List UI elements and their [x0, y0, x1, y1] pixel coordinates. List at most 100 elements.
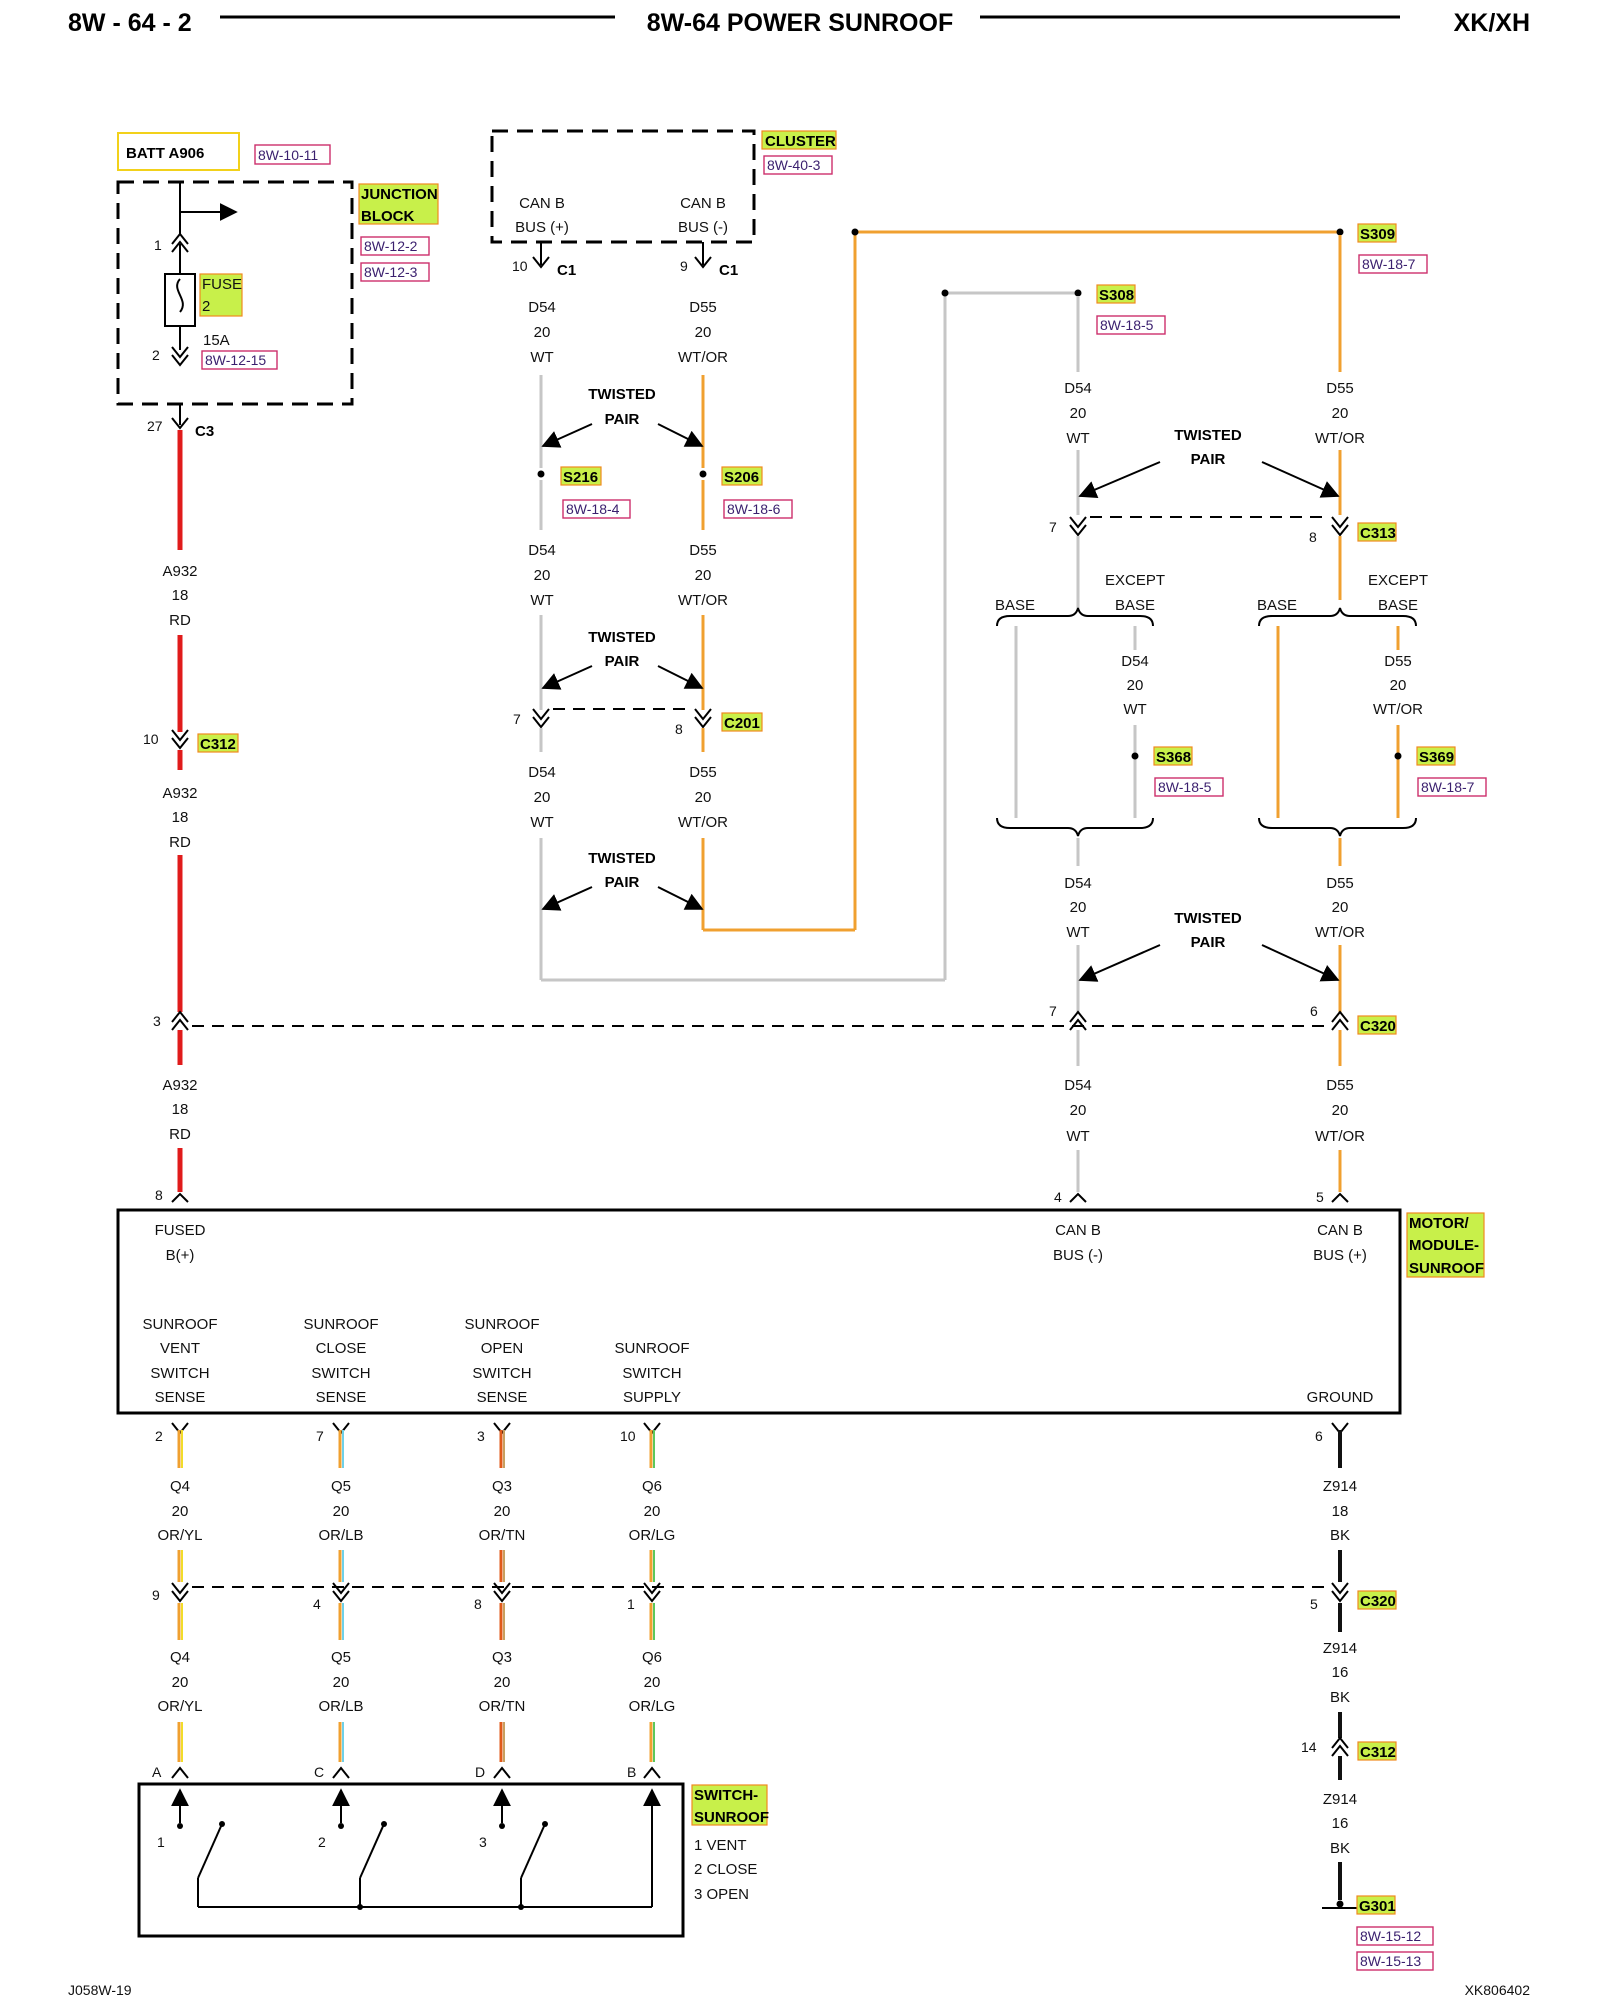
svg-text:20: 20 [494, 1503, 511, 1520]
motor-module-sunroof: MOTOR/ MODULE- SUNROOF FUSED B(+) CAN B … [116, 1208, 1485, 1415]
svg-text:EXCEPT: EXCEPT [1105, 572, 1165, 589]
svg-text:TWISTED: TWISTED [1174, 910, 1242, 927]
svg-text:10: 10 [143, 731, 159, 747]
svg-text:WT: WT [1066, 1128, 1089, 1145]
svg-text:WT/OR: WT/OR [1373, 701, 1423, 718]
svg-text:SUPPLY: SUPPLY [623, 1389, 681, 1406]
fuse-ref[interactable]: 8W-12-15 [205, 352, 266, 368]
svg-text:SWITCH: SWITCH [150, 1365, 209, 1382]
connector-c3: C3 [195, 423, 214, 440]
svg-text:2: 2 [152, 347, 160, 363]
svg-text:WT: WT [1123, 701, 1146, 718]
svg-text:20: 20 [695, 324, 712, 341]
svg-text:OR/LG: OR/LG [629, 1527, 676, 1544]
footer-right: XK806402 [1465, 1982, 1531, 1998]
svg-text:2 CLOSE: 2 CLOSE [694, 1861, 757, 1878]
svg-text:8W-15-12[interactable]: 8W-15-12 [1360, 1928, 1421, 1944]
svg-text:EXCEPT: EXCEPT [1368, 572, 1428, 589]
junction-ref-1[interactable]: 8W-12-2 [364, 238, 418, 254]
svg-text:OR/TN: OR/TN [479, 1698, 526, 1715]
svg-text:5: 5 [1310, 1596, 1318, 1612]
svg-text:BUS (+): BUS (+) [1313, 1247, 1367, 1264]
svg-text:BK: BK [1330, 1689, 1350, 1706]
svg-text:BUS (-): BUS (-) [1053, 1247, 1103, 1264]
footer-left: J058W-19 [68, 1982, 132, 1998]
page-title: 8W-64 POWER SUNROOF [647, 9, 953, 37]
svg-text:WT/OR: WT/OR [678, 592, 728, 609]
svg-text:20: 20 [695, 567, 712, 584]
svg-text:B(+): B(+) [166, 1247, 195, 1264]
svg-text:20: 20 [1070, 1102, 1087, 1119]
svg-text:RD: RD [169, 612, 191, 629]
svg-text:16: 16 [1332, 1664, 1349, 1681]
svg-text:D: D [475, 1764, 485, 1780]
svg-text:MODULE-: MODULE- [1409, 1237, 1479, 1254]
svg-text:3 OPEN: 3 OPEN [694, 1886, 749, 1903]
svg-text:SENSE: SENSE [155, 1389, 206, 1406]
svg-text:BASE: BASE [995, 597, 1035, 614]
svg-text:CAN B: CAN B [1317, 1222, 1363, 1239]
svg-text:8W-18-4[interactable]: 8W-18-4 [566, 501, 620, 517]
svg-text:Q5: Q5 [331, 1649, 351, 1666]
svg-text:20: 20 [534, 567, 551, 584]
batt-ref[interactable]: 8W-10-11 [258, 147, 318, 163]
svg-text:SUNROOF: SUNROOF [143, 1316, 218, 1333]
svg-text:SUNROOF: SUNROOF [1409, 1260, 1484, 1277]
junction-block-label-2: BLOCK [361, 208, 414, 225]
svg-text:SUNROOF: SUNROOF [615, 1340, 690, 1357]
svg-text:PAIR: PAIR [605, 653, 640, 670]
svg-text:D55: D55 [1326, 875, 1354, 892]
svg-text:FUSED: FUSED [155, 1222, 206, 1239]
svg-text:A932: A932 [162, 563, 197, 580]
switch-sunroof: A C D B SWITCH- SUNROOF 1 VENT 2 CLOSE 3… [137, 1764, 769, 1938]
svg-text:Q4: Q4 [170, 1649, 190, 1666]
svg-text:1: 1 [157, 1834, 165, 1850]
cluster-ref[interactable]: 8W-40-3 [767, 157, 821, 173]
svg-text:8W-18-5[interactable]: 8W-18-5 [1158, 779, 1212, 795]
svg-text:OR/TN: OR/TN [479, 1527, 526, 1544]
svg-text:7: 7 [1049, 519, 1057, 535]
svg-text:8W-15-13[interactable]: 8W-15-13 [1360, 1953, 1421, 1969]
svg-text:14: 14 [1301, 1739, 1317, 1755]
svg-text:D54: D54 [528, 299, 556, 316]
svg-text:18: 18 [1332, 1503, 1349, 1520]
svg-text:WT: WT [530, 592, 553, 609]
svg-text:6: 6 [1315, 1428, 1323, 1444]
svg-text:SWITCH: SWITCH [622, 1365, 681, 1382]
svg-text:8W-18-6[interactable]: 8W-18-6 [727, 501, 781, 517]
svg-text:8W-18-5[interactable]: 8W-18-5 [1100, 317, 1154, 333]
svg-text:BASE: BASE [1378, 597, 1418, 614]
svg-text:8W-18-7[interactable]: 8W-18-7 [1362, 256, 1416, 272]
svg-text:WT/OR: WT/OR [1315, 1128, 1365, 1145]
page-footer: J058W-19 XK806402 [68, 1982, 1530, 1998]
svg-text:CLOSE: CLOSE [316, 1340, 367, 1357]
svg-text:18: 18 [172, 1101, 189, 1118]
svg-text:20: 20 [172, 1674, 189, 1691]
svg-text:TWISTED: TWISTED [1174, 427, 1242, 444]
svg-text:D54: D54 [1121, 653, 1149, 670]
svg-text:D55: D55 [689, 542, 717, 559]
svg-text:C1: C1 [719, 262, 738, 279]
svg-text:8W-18-7[interactable]: 8W-18-7 [1421, 779, 1475, 795]
svg-text:10: 10 [620, 1428, 636, 1444]
svg-text:18: 18 [172, 809, 189, 826]
svg-text:SUNROOF: SUNROOF [694, 1809, 769, 1826]
svg-text:BUS (-): BUS (-) [678, 219, 728, 236]
svg-text:WT: WT [1066, 924, 1089, 941]
page-id: 8W - 64 - 2 [68, 9, 192, 37]
junction-ref-2[interactable]: 8W-12-3 [364, 264, 418, 280]
svg-text:SWITCH: SWITCH [311, 1365, 370, 1382]
connector-c312-top: C312 [200, 736, 236, 753]
svg-text:CAN B: CAN B [680, 195, 726, 212]
batt-label: BATT A906 [126, 145, 204, 162]
svg-text:3: 3 [477, 1428, 485, 1444]
svg-text:Q6: Q6 [642, 1649, 662, 1666]
svg-text:D54: D54 [528, 764, 556, 781]
svg-text:10: 10 [512, 258, 528, 274]
svg-text:Z914: Z914 [1323, 1791, 1357, 1808]
svg-text:PAIR: PAIR [1191, 934, 1226, 951]
svg-text:8: 8 [1309, 529, 1317, 545]
ground-g301: G301 [1359, 1898, 1396, 1915]
connector-c312-bottom: C312 [1360, 1744, 1396, 1761]
